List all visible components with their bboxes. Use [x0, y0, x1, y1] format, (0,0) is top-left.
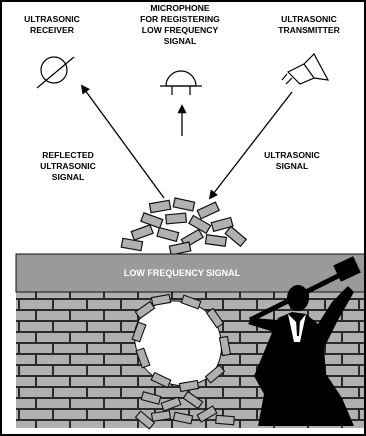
flying-bricks: [121, 198, 246, 255]
transmitter-label-line-2: TRANSMITTER: [278, 25, 340, 35]
microphone-label: MICROPHONE FOR REGISTERING LOW FREQUENCY…: [140, 3, 220, 46]
reflected-label-line-2: ULTRASONIC: [40, 161, 96, 171]
ultrasonic-signal-label-line-1: ULTRASONIC: [264, 150, 320, 160]
ultrasonic-signal-arrow: [210, 92, 292, 198]
ultrasonic-receiver-icon: [37, 57, 74, 88]
microphone-label-line-1: MICROPHONE: [150, 3, 209, 13]
reflected-label-line-3: SIGNAL: [52, 172, 84, 182]
ultrasonic-transmitter-icon: [282, 54, 328, 84]
ultrasonic-signal-label-line-2: SIGNAL: [276, 161, 308, 171]
reflected-signal-arrow: [82, 86, 164, 198]
receiver-label: ULTRASONIC RECEIVER: [24, 14, 80, 35]
microphone-label-line-4: SIGNAL: [164, 36, 196, 46]
receiver-label-line-2: RECEIVER: [30, 25, 75, 35]
diagram-canvas: ULTRASONIC RECEIVER MICROPHONE FOR REGIS…: [2, 2, 364, 434]
microphone-label-line-3: LOW FREQUENCY: [142, 25, 219, 35]
low-frequency-signal-label: LOW FREQUENCY SIGNAL: [124, 268, 241, 278]
ultrasonic-signal-label: ULTRASONIC SIGNAL: [264, 150, 320, 171]
receiver-label-line-1: ULTRASONIC: [24, 14, 80, 24]
microphone-icon: [160, 71, 202, 95]
microphone-label-line-2: FOR REGISTERING: [140, 14, 220, 24]
transmitter-label-line-1: ULTRASONIC: [281, 14, 337, 24]
reflected-label-line-1: REFLECTED: [42, 150, 94, 160]
transmitter-label: ULTRASONIC TRANSMITTER: [278, 14, 340, 35]
reflected-signal-label: REFLECTED ULTRASONIC SIGNAL: [40, 150, 96, 182]
